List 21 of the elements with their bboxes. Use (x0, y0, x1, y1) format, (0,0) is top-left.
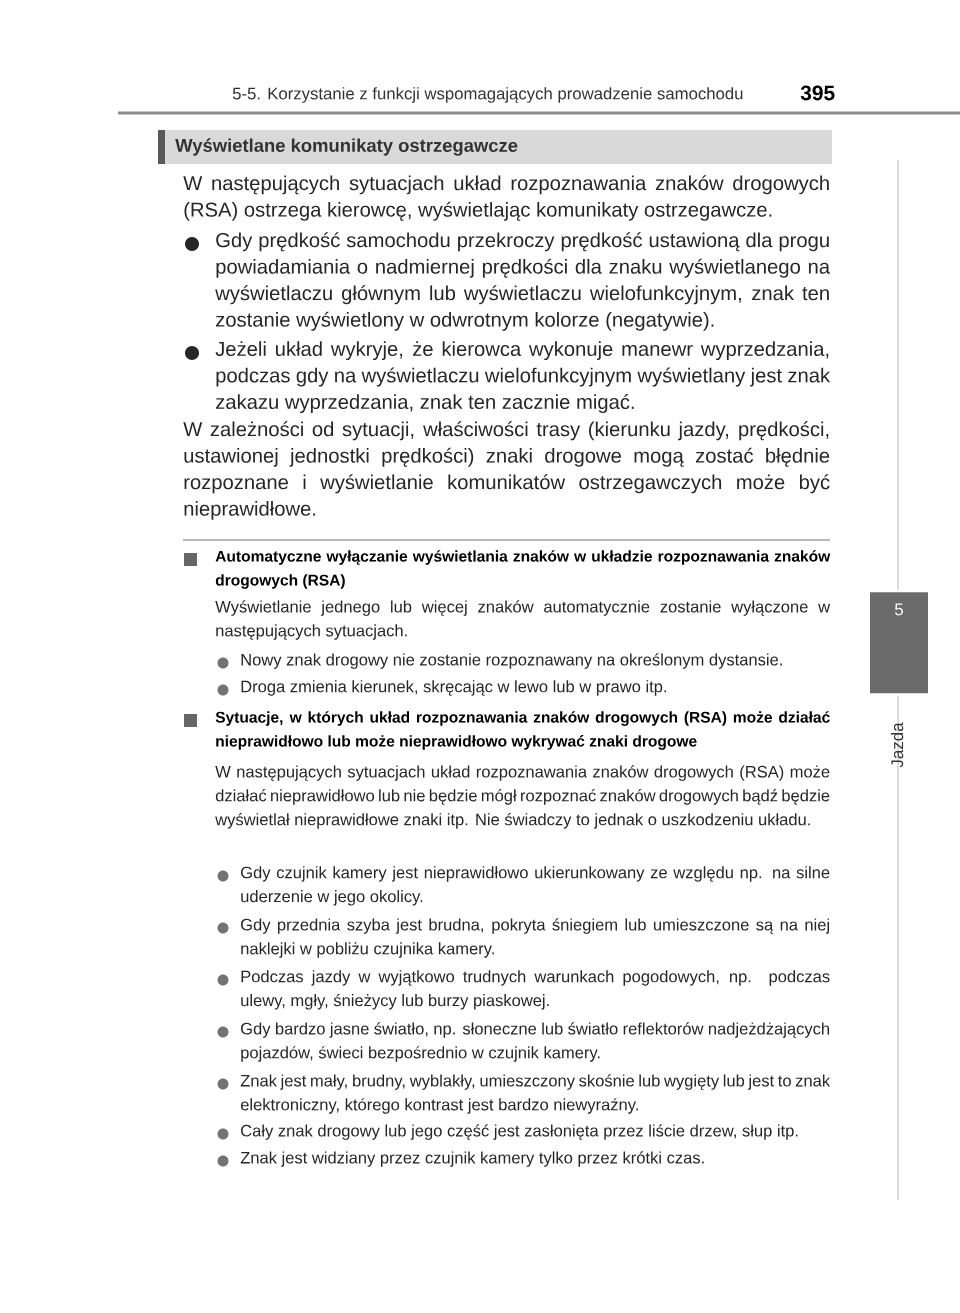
paragraph: W następujących sytuacjach układ rozpoznawania znaków drogowych (RSA) może działać nieprawidłowo lub nie będzie mógł rozpoznać znaków drogowych bądź będzie wyświetlał nieprawidłowe znaki itp. Nie świadczy to jednak o uszkodzeniu układu. (215, 765, 830, 829)
bullet-text: Jeżeli układ wykryje, że kierowca wykonuje manewr wyprzedzania, podczas gdy na wyświetlaczu wielofunkcyjnym wyświetlany jest znak zakazu wyprzedzania, znak ten zacznie migać. (215, 341, 831, 414)
section-heading: Sytuacje, w których układ rozpoznawania znaków drogowych (RSA) może działać nieprawidłowo lub może nieprawidłowo wykrywać znaki drogowe (215, 711, 830, 750)
section-heading: Automatyczne wyłączanie wyświetlania znaków w układzie rozpoznawania znaków drogowych (RSA) (215, 550, 831, 589)
chapter-title: Jazda (890, 722, 904, 768)
bullet-text: Droga zmienia kierunek, skręcając w lewo lub w prawo itp. (241, 680, 666, 696)
running-header: 5-5. Korzystanie z funkcji wspomagających prowadzenie samochodu (232, 87, 743, 103)
bullet-text: Podczas jazdy w wyjątkowo trudnych warunkach pogodowych, np. podczas ulewy, mgły, śnieżycy lub burzy piaskowej. (241, 970, 830, 1010)
bullet-text: Gdy prędkość samochodu przekroczy prędkość ustawioną dla progu powiadamiania o nadmiernej prędkości dla znaku wyświetlanego na wyświetlaczu głównym lub wyświetlaczu wielofunkcyjnym, znak ten zostanie wyświetlony w odwrotnym kolorze (negatywie). (215, 232, 831, 331)
paragraph: Wyświetlanie jednego lub więcej znaków automatycznie zostanie wyłączone w następujących sytuacjach. (215, 600, 831, 640)
heading-band: Wyświetlane komunikaty ostrzegawcze (158, 130, 832, 164)
chapter-tab: 5 (870, 592, 928, 694)
bullet-text: Gdy bardzo jasne światło, np. słoneczne lub światło reflektorów nadjeżdżających pojazdów, świeci bezpośrednio w czujnik kamery. (241, 1022, 830, 1062)
bullet-text: Znak jest mały, brudny, wyblakły, umieszczony skośnie lub wygięty lub jest to znak elektroniczny, którego kontrast jest bardzo niewyraźny. (240, 1074, 831, 1114)
bullet-text: Gdy przednia szyba jest brudna, pokryta śniegiem lub umieszczone są na niej naklejki w pobliżu czujnika kamery. (241, 918, 829, 958)
paragraph: W zależności od sytuacji, właściwości trasy (kierunku jazdy, prędkości, ustawionej jednostki prędkości) znaki drogowe mogą zostać błędnie rozpoznane i wyświetlanie komunikatów ostrzegawczych może być nieprawidłowe. (183, 421, 830, 520)
bullet-text: Znak jest widziany przez czujnik kamery tylko przez krótki czas. (240, 1151, 704, 1167)
bullet-text: Nowy znak drogowy nie zostanie rozpoznawany na określonym dystansie. (241, 653, 782, 669)
page-number: 395 (800, 85, 835, 101)
bullet-text: Gdy czujnik kamery jest nieprawidłowo ukierunkowany ze względu np. na silne uderzenie w jego okolicy. (241, 866, 830, 906)
bullet-text: Cały znak drogowy lub jego część jest zasłonięta przez liście drzew, słup itp. (241, 1124, 798, 1140)
